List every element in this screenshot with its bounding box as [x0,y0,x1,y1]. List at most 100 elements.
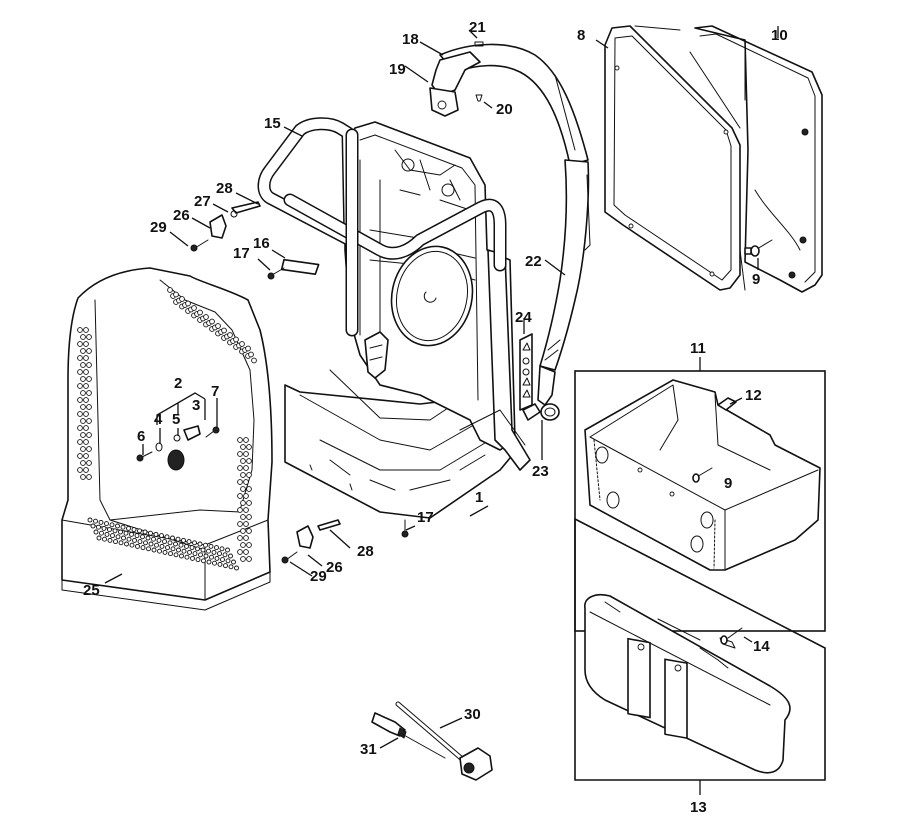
perforation-hole [86,432,92,438]
perforation-hole [83,355,89,361]
perforation-hole [83,453,89,459]
perforation-hole [156,537,162,543]
callout-21: 21 [469,19,486,36]
perforation-hole [80,432,86,438]
perforation-hole [83,467,89,473]
perforation-hole [221,327,227,334]
hip-pad-kit-box [574,370,826,632]
callout-5: 5 [172,411,180,428]
perforation-hole [220,557,225,563]
perforation-hole [80,418,86,424]
perforation-hole [80,348,86,354]
perforation-hole [225,547,230,553]
callout-20: 20 [496,101,513,118]
perforation-hole [237,437,243,443]
perforation-hole [77,341,83,347]
perforation-hole [240,528,246,534]
protective-screen [61,267,273,611]
perforation-hole [104,521,109,527]
plate [280,258,320,275]
perforation-hole [185,300,191,307]
perforation-hole [77,439,83,445]
perforation-hole [80,376,86,382]
perforation-hole [245,345,251,352]
perforation-hole [131,527,137,533]
perforation-hole [195,546,200,552]
perforation-hole [240,458,246,464]
perforation-hole [143,540,148,546]
perforation-hole [140,545,146,551]
perforation-hole [237,535,243,541]
callout-29-lower: 29 [310,568,327,585]
perforation-hole [129,531,134,537]
perforation-hole [83,369,89,375]
perforation-hole [80,460,86,466]
perforation-hole [153,531,159,537]
perforation-hole [178,542,184,548]
perforation-hole [240,486,246,492]
perforation-hole [137,539,143,545]
back-pad-rear [694,25,823,293]
callout-28-lower: 28 [357,543,374,560]
perforation-hole [162,539,167,545]
hinge-upper [190,201,261,252]
perforation-hole [246,444,252,450]
perforation-hole [228,553,233,559]
perforation-hole [145,535,151,541]
perforation-hole [80,404,86,410]
perforation-pattern [77,287,257,571]
callout-28-upper: 28 [216,180,233,197]
perforation-hole [170,535,175,541]
perforation-hole [115,534,121,540]
callout-4: 4 [154,411,163,428]
perforation-hole [86,446,92,452]
rivet-back-pad [744,239,773,257]
perforation-hole [214,545,219,551]
callout-6: 6 [137,428,145,445]
perforation-hole [154,542,159,548]
perforation-hole [217,551,222,557]
perforation-hole [146,546,151,552]
perforation-hole [203,314,209,320]
perforation-hole [240,500,246,506]
perforation-hole [83,439,89,445]
perforation-hole [243,521,249,527]
perforation-hole [246,542,252,548]
perforation-hole [246,472,252,478]
perforation-hole [237,549,243,555]
perforation-hole [197,541,203,547]
perforation-hole [101,525,107,531]
perforation-hole [86,390,92,396]
perforation-hole [98,519,104,525]
perforation-hole [227,332,233,338]
perforation-hole [126,536,132,542]
perforation-hole [222,552,228,558]
callout-27: 27 [194,193,211,210]
callout-25: 25 [83,582,100,599]
perforation-hole [176,547,181,553]
callout-17-upper: 17 [233,245,250,262]
perforation-hole [77,327,83,333]
perforation-hole [246,556,252,562]
perforation-hole [198,552,203,558]
callout-9-lower: 9 [724,475,732,492]
callout-2: 2 [174,375,182,392]
backplate-frame [284,121,531,519]
handle-bar [257,117,507,337]
perforation-hole [246,528,252,534]
perforation-hole [77,425,83,431]
perforation-hole [118,540,124,546]
perforation-hole [86,460,92,466]
strap-buckle [522,403,560,421]
perforation-hole [83,411,89,417]
perforation-hole [123,530,129,536]
perforation-hole [132,537,137,543]
perforation-hole [215,323,221,329]
callout-18: 18 [402,31,419,48]
perforation-hole [107,537,113,543]
perforation-hole [137,528,142,534]
perforation-hole [192,540,197,546]
perforation-hole [246,458,252,464]
perforation-hole [167,540,173,546]
